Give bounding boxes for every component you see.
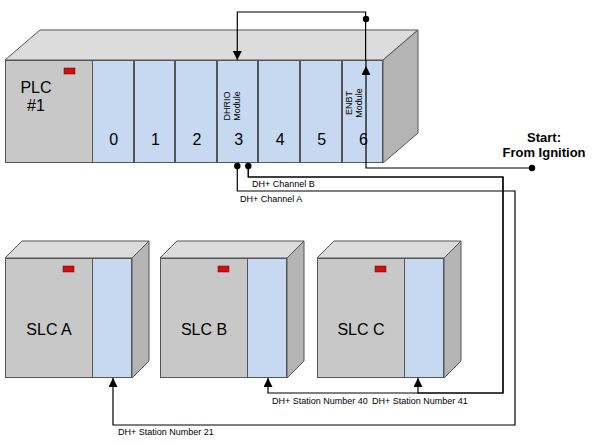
slc-side-face — [287, 241, 304, 378]
controller-name: SLC C — [318, 321, 404, 339]
module-name: ENBT Module — [345, 81, 365, 125]
status-led — [375, 266, 386, 272]
module-name: DHRIO Module — [223, 84, 243, 128]
channel-label: DH+ Channel A — [240, 194, 302, 204]
slc-top-face — [160, 241, 304, 258]
network-wire — [113, 163, 515, 425]
slot-number: 6 — [343, 131, 385, 149]
start-note: From Ignition — [494, 146, 592, 161]
ignition-wire — [365, 60, 366, 66]
slc-side-face — [444, 241, 461, 378]
channel-port-dot — [245, 163, 251, 169]
wire-junction-dot — [363, 16, 369, 22]
module-slot: 6 ENBT Module — [342, 60, 384, 163]
module-slot: 5 — [300, 60, 342, 163]
channel-label: DH+ Channel B — [252, 179, 315, 189]
wire-terminal-dot — [529, 165, 535, 171]
start-note: Start: — [494, 131, 592, 146]
controller-name: PLC #1 — [11, 79, 61, 114]
slc-controller: SLC C — [317, 258, 444, 378]
slot-number: 0 — [93, 131, 135, 149]
module-slot: 2 — [175, 60, 217, 163]
status-led — [63, 266, 74, 272]
status-led — [64, 68, 75, 74]
network-wire — [237, 12, 365, 60]
slc-top-face — [317, 241, 461, 258]
station-number: DH+ Station Number 21 — [118, 427, 258, 437]
slc-side-face — [132, 241, 149, 378]
channel-port-dot — [234, 163, 240, 169]
plc-chassis: PLC #1 0123 DHRIO Module 456 ENBT Module — [5, 60, 383, 163]
slot-number: 5 — [301, 131, 343, 149]
slot-number: 3 — [218, 131, 260, 149]
slot-number: 4 — [259, 131, 301, 149]
station-number: DH+ Station Number 41 — [372, 396, 502, 406]
module-slot: 4 — [258, 60, 300, 163]
module-slot: 3 DHRIO Module — [217, 60, 259, 163]
module-slot: 0 — [92, 60, 134, 163]
chassis-top-face — [5, 30, 418, 60]
chassis-side-face — [383, 30, 418, 163]
slc-top-face — [5, 241, 149, 258]
slc-controller: SLC B — [160, 258, 287, 378]
slot-number: 1 — [135, 131, 177, 149]
slc-controller: SLC A — [5, 258, 132, 378]
controller-name: SLC B — [161, 321, 247, 339]
status-led — [218, 266, 229, 272]
controller-name: SLC A — [6, 321, 92, 339]
slot-number: 2 — [176, 131, 218, 149]
module-slot: 1 — [134, 60, 176, 163]
